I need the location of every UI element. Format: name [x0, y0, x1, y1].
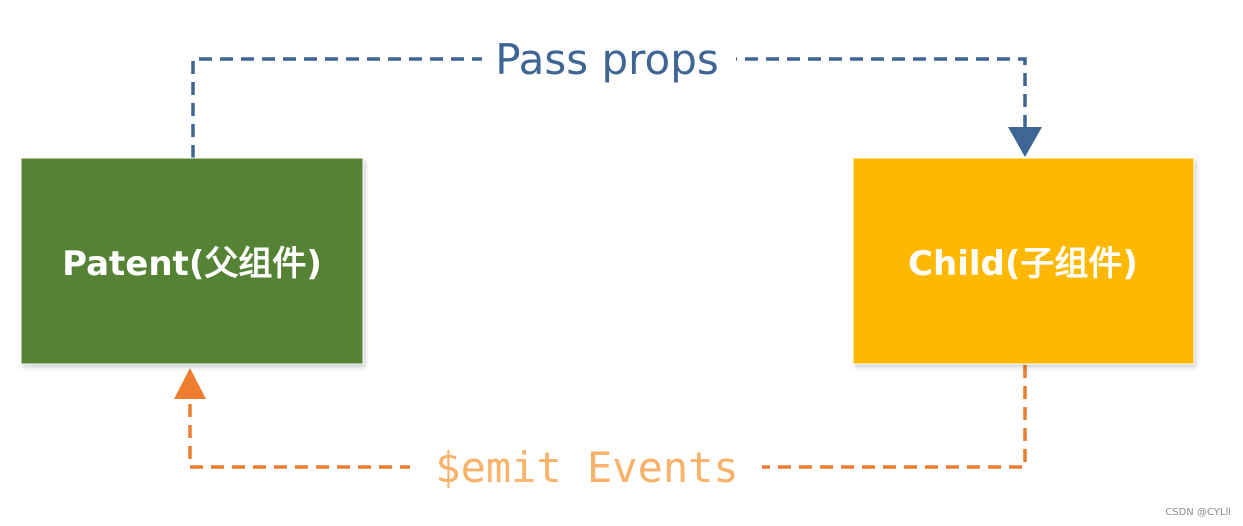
parent-component-label: Patent(父组件)	[62, 244, 322, 284]
emit-events-arrowhead	[174, 368, 206, 399]
emit-events-connector: $emit Events	[174, 365, 1027, 496]
pass-props-label-bg	[482, 30, 736, 88]
parent-component-node: Patent(父组件)	[20, 157, 364, 365]
parent-component-box	[20, 157, 364, 365]
emit-events-line	[188, 365, 1027, 469]
pass-props-arrowhead	[1008, 127, 1042, 157]
child-component-box	[852, 157, 1195, 365]
pass-props-label: Pass props	[495, 35, 719, 84]
emit-events-label: $emit Events	[435, 443, 738, 492]
emit-events-label-bg	[410, 436, 762, 496]
child-component-node: Child(子组件)	[852, 157, 1195, 365]
watermark: CSDN @CYLll	[1165, 507, 1231, 518]
pass-props-connector: Pass props	[191, 30, 1042, 158]
child-component-label: Child(子组件)	[908, 244, 1138, 284]
